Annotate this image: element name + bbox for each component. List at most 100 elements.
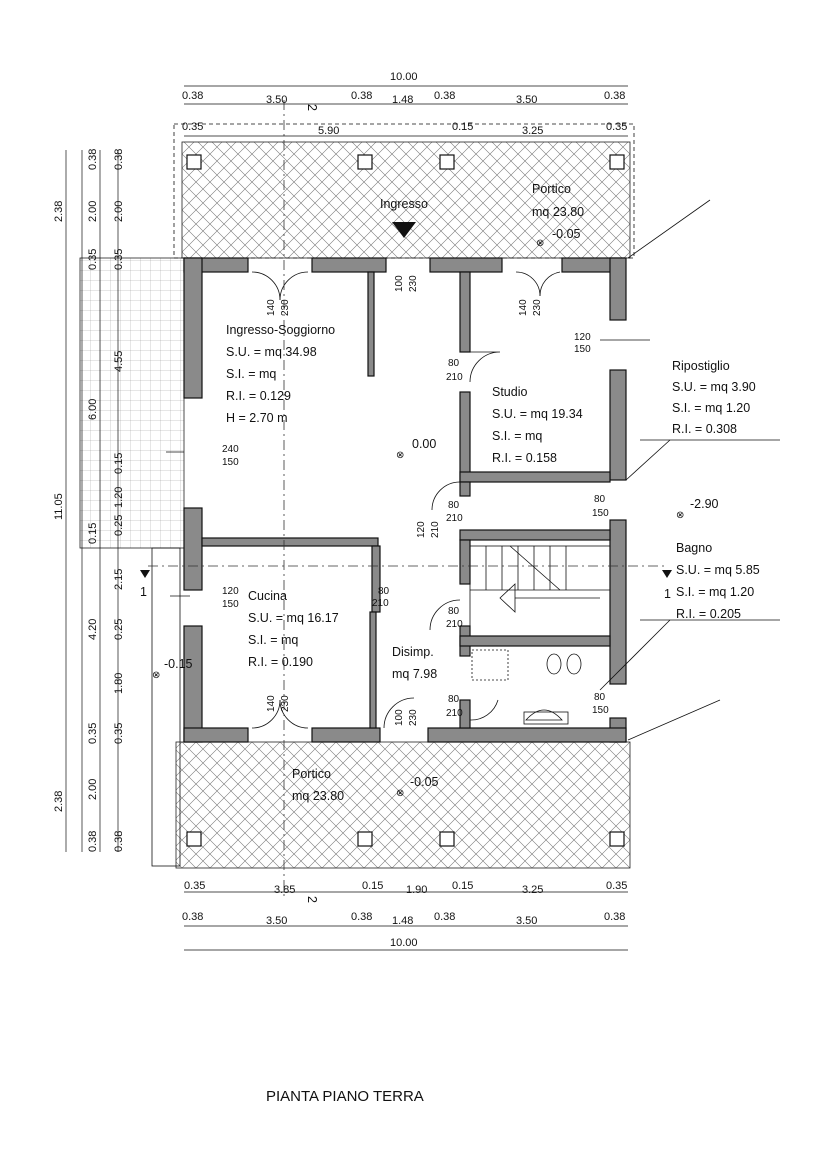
ingresso-label: Ingresso — [380, 197, 428, 211]
svg-text:3.50: 3.50 — [516, 94, 537, 106]
svg-text:H = 2.70 m: H = 2.70 m — [226, 411, 288, 425]
svg-text:0.15: 0.15 — [87, 523, 99, 544]
dims-bottom-row2: 0.38 3.50 0.38 1.48 0.38 3.50 0.38 — [182, 911, 625, 927]
svg-text:3.50: 3.50 — [516, 915, 537, 927]
room-studio: Studio S.U. = mq 19.34 S.I. = mq R.I. = … — [492, 385, 583, 465]
svg-text:⊗: ⊗ — [536, 238, 544, 249]
svg-text:S.I. = mq: S.I. = mq — [248, 633, 298, 647]
svg-text:1.20: 1.20 — [113, 487, 125, 508]
svg-text:140: 140 — [518, 299, 529, 316]
svg-text:2.00: 2.00 — [87, 779, 99, 800]
level-left-ext: ⊗-0.15 — [152, 657, 193, 681]
svg-text:150: 150 — [574, 344, 591, 355]
svg-text:S.U. = mq 19.34: S.U. = mq 19.34 — [492, 407, 583, 421]
svg-text:S.U. = mq 34.98: S.U. = mq 34.98 — [226, 345, 317, 359]
portico-top-area — [181, 141, 631, 259]
svg-text:R.I. = 0.190: R.I. = 0.190 — [248, 655, 313, 669]
svg-text:mq 23.80: mq 23.80 — [292, 789, 344, 803]
svg-text:S.I. = mq 1.20: S.I. = mq 1.20 — [676, 585, 754, 599]
level-portico-top: ⊗ -0.05 — [536, 227, 581, 249]
section-marks: 2 2 1 1 — [140, 104, 672, 903]
svg-text:0.38: 0.38 — [113, 149, 125, 170]
svg-text:1: 1 — [664, 587, 671, 601]
room-ripostiglio: Ripostiglio S.U. = mq 3.90 S.I. = mq 1.2… — [672, 359, 756, 436]
room-cucina: Cucina S.U. = mq 16.17 S.I. = mq R.I. = … — [248, 589, 339, 669]
section-lines — [148, 100, 668, 900]
stairs — [469, 545, 611, 637]
page-title: PIANTA PIANO TERRA — [266, 1088, 424, 1105]
svg-text:1.80: 1.80 — [113, 673, 125, 694]
room-portico-top: Portico mq 23.80 — [532, 182, 584, 219]
svg-text:80: 80 — [448, 358, 460, 369]
svg-text:0.25: 0.25 — [113, 515, 125, 536]
svg-text:0.38: 0.38 — [113, 831, 125, 852]
svg-text:Cucina: Cucina — [248, 589, 287, 603]
svg-text:-0.05: -0.05 — [410, 775, 439, 789]
svg-text:150: 150 — [222, 599, 239, 610]
svg-text:3.85: 3.85 — [274, 884, 295, 896]
svg-text:230: 230 — [408, 709, 419, 726]
svg-text:140: 140 — [266, 299, 277, 316]
lower-left-outline — [151, 547, 181, 867]
svg-text:100: 100 — [394, 275, 405, 292]
dims-left-col2: 0.38 2.00 0.35 4.55 0.15 1.20 0.25 0.15 … — [87, 149, 125, 852]
svg-text:210: 210 — [430, 521, 441, 538]
svg-text:120: 120 — [574, 332, 591, 343]
walls — [183, 257, 627, 743]
svg-text:0.35: 0.35 — [87, 723, 99, 744]
dim-bottom-total: 10.00 — [390, 937, 418, 949]
svg-text:0.15: 0.15 — [452, 121, 473, 133]
svg-text:-0.05: -0.05 — [552, 227, 581, 241]
svg-text:230: 230 — [408, 275, 419, 292]
svg-text:R.I. = 0.308: R.I. = 0.308 — [672, 422, 737, 436]
dims-bottom-row1: 0.35 3.85 0.15 1.90 0.15 3.25 0.35 — [184, 880, 627, 896]
dims-top-row1: 0.38 3.50 0.38 1.48 0.38 3.50 0.38 — [182, 90, 625, 106]
svg-text:Portico: Portico — [532, 182, 571, 196]
dims-left-col3: 0.38 2.00 0.35 0.35 0.38 — [113, 149, 125, 852]
svg-text:80: 80 — [594, 692, 606, 703]
svg-text:Disimp.: Disimp. — [392, 645, 434, 659]
dims-left-col1: 2.38 6.00 2.38 — [53, 201, 99, 812]
entrance-arrow — [392, 222, 416, 238]
room-bagno: Bagno S.U. = mq 5.85 S.I. = mq 1.20 R.I.… — [676, 541, 760, 621]
svg-text:R.I. = 0.129: R.I. = 0.129 — [226, 389, 291, 403]
level-markers: ⊗ -0.05 ⊗0.00 ⊗ -2.90 ⊗-0.15 ⊗ -0.05 — [152, 227, 719, 799]
svg-text:2: 2 — [305, 896, 319, 903]
svg-text:240: 240 — [222, 444, 239, 455]
svg-text:150: 150 — [592, 705, 609, 716]
svg-text:230: 230 — [532, 299, 543, 316]
svg-text:Studio: Studio — [492, 385, 527, 399]
svg-text:0.15: 0.15 — [452, 880, 473, 892]
svg-text:0.35: 0.35 — [182, 121, 203, 133]
svg-text:0.35: 0.35 — [606, 880, 627, 892]
svg-text:4.20: 4.20 — [87, 619, 99, 640]
svg-text:3.25: 3.25 — [522, 884, 543, 896]
svg-text:⊗: ⊗ — [396, 450, 404, 461]
svg-text:2.00: 2.00 — [87, 201, 99, 222]
dim-left-total: 11.05 — [53, 493, 65, 520]
room-disimp: Disimp. mq 7.98 — [392, 645, 437, 681]
svg-text:150: 150 — [592, 508, 609, 519]
svg-text:5.90: 5.90 — [318, 125, 339, 137]
level-interior: ⊗0.00 — [396, 437, 436, 461]
svg-text:80: 80 — [448, 606, 460, 617]
svg-text:0.38: 0.38 — [604, 90, 625, 102]
room-soggiorno: Ingresso-Soggiorno S.U. = mq 34.98 S.I. … — [226, 323, 335, 425]
svg-text:0.35: 0.35 — [606, 121, 627, 133]
svg-text:2.38: 2.38 — [53, 791, 65, 812]
svg-text:230: 230 — [280, 299, 291, 316]
svg-text:Ripostiglio: Ripostiglio — [672, 359, 730, 373]
svg-text:-2.90: -2.90 — [690, 497, 719, 511]
svg-text:210: 210 — [446, 619, 463, 630]
svg-text:210: 210 — [446, 708, 463, 719]
dimension-lines — [65, 85, 628, 951]
svg-text:3.50: 3.50 — [266, 915, 287, 927]
svg-text:1.48: 1.48 — [392, 915, 413, 927]
svg-text:0.35: 0.35 — [113, 723, 125, 744]
svg-text:0.38: 0.38 — [351, 911, 372, 923]
svg-text:1.48: 1.48 — [392, 94, 413, 106]
